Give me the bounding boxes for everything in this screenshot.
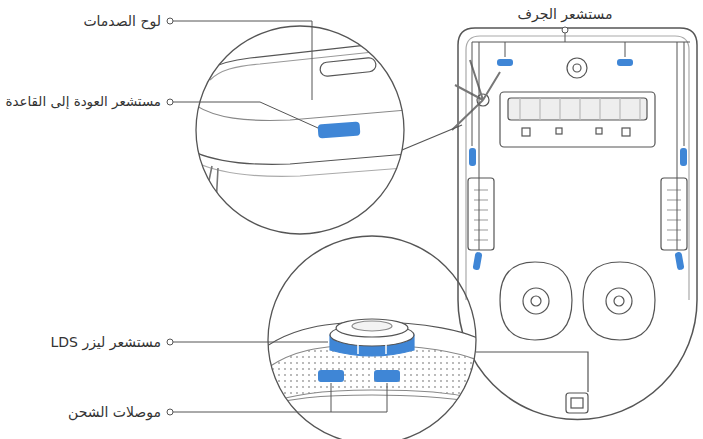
part-label: لوح الصدمات xyxy=(83,13,161,30)
part-label: مستشعر ليزر LDS xyxy=(50,334,161,351)
part-label: مستشعر الجرف xyxy=(517,6,612,23)
part-label: موصلات الشحن xyxy=(68,404,161,421)
part-label: مستشعر العودة إلى القاعدة xyxy=(5,94,161,110)
